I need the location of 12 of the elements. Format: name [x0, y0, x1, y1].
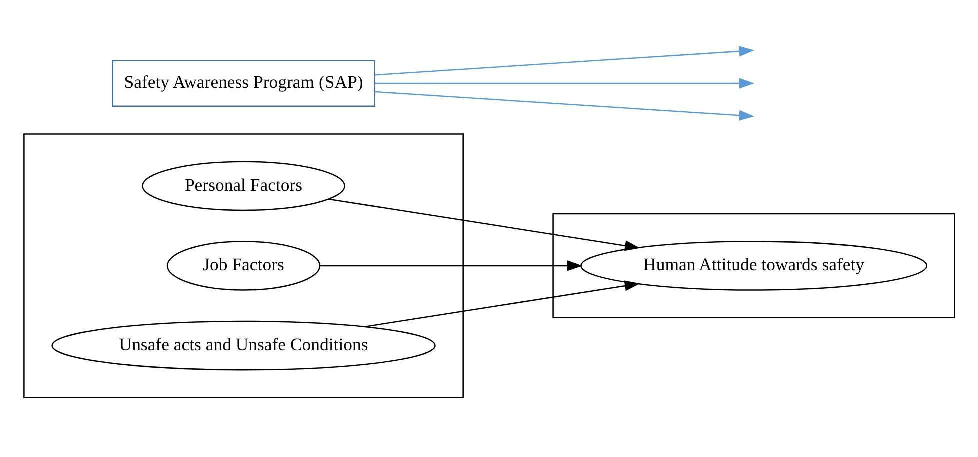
arrow [328, 198, 640, 251]
node-ellipse: Unsafe acts and Unsafe Conditions [51, 320, 436, 370]
arrow [374, 90, 754, 120]
node-ellipse: Personal Factors [142, 160, 345, 211]
cluster [23, 133, 464, 398]
arrow [374, 78, 754, 88]
cluster [552, 212, 955, 318]
arrow [319, 260, 582, 271]
node-ellipse: Job Factors [166, 240, 320, 290]
arrow [374, 46, 754, 76]
node-box: Safety Awareness Program (SAP) [112, 60, 376, 106]
arrow [364, 280, 640, 328]
